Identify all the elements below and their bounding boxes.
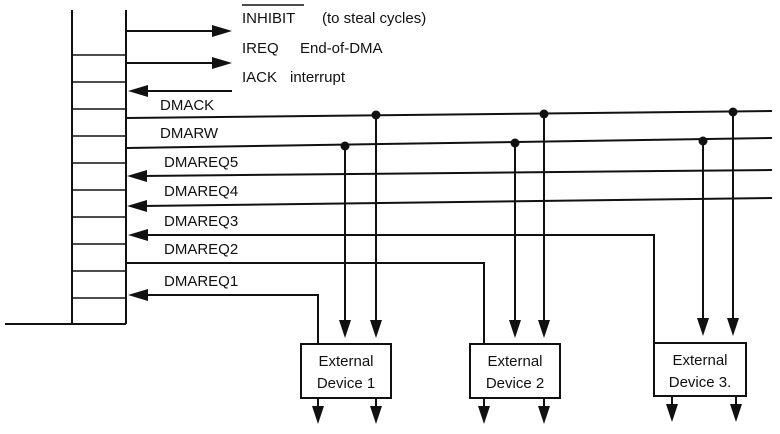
- ireq-note: End-of-DMA: [300, 40, 383, 57]
- arrow-down-icon: [478, 406, 490, 424]
- arrow-down-icon: [339, 320, 351, 338]
- iack-note: interrupt: [290, 69, 346, 86]
- device-2-line1: External: [487, 353, 542, 370]
- arrow-down-icon: [727, 318, 739, 336]
- dmareq4-line: DMAREQ4: [127, 183, 773, 212]
- dmareq2-line: DMAREQ2: [126, 241, 485, 344]
- inhibit-line: INHIBIT (to steal cycles): [126, 4, 426, 37]
- dmareq1-label: DMAREQ1: [164, 273, 238, 290]
- arrow-left-icon: [128, 229, 148, 241]
- device-3-line1: External: [672, 352, 727, 369]
- arrow-right-icon: [212, 57, 232, 69]
- external-device-3: External Device 3.: [653, 342, 747, 422]
- arrow-right-icon: [212, 25, 232, 37]
- device-1-taps: [339, 110, 382, 338]
- arrow-down-icon: [697, 318, 709, 336]
- arrow-left-icon: [128, 85, 148, 97]
- dmarw-bus: DMARW: [125, 125, 773, 149]
- inhibit-note: (to steal cycles): [322, 10, 426, 27]
- arrow-down-icon: [538, 406, 550, 424]
- arrow-left-icon: [127, 200, 147, 212]
- arrow-left-icon: [128, 289, 148, 301]
- ireq-label: IREQ: [242, 40, 279, 57]
- arrow-down-icon: [370, 320, 382, 338]
- controller-block: [5, 10, 127, 325]
- arrow-left-icon: [127, 170, 147, 182]
- dmareq5-label: DMAREQ5: [164, 154, 238, 171]
- device-2-taps: [509, 109, 550, 338]
- external-device-1: External Device 1: [300, 343, 392, 424]
- dmareq3-line: DMAREQ3: [128, 213, 655, 346]
- arrow-down-icon: [509, 320, 521, 338]
- arrow-down-icon: [730, 404, 742, 422]
- device-2-line2: Device 2: [486, 375, 544, 392]
- dmarw-label: DMARW: [160, 125, 219, 142]
- arrow-down-icon: [666, 404, 678, 422]
- ireq-line: IREQ End-of-DMA: [126, 40, 383, 69]
- dmareq4-label: DMAREQ4: [164, 183, 238, 200]
- device-1-line2: Device 1: [317, 375, 375, 392]
- iack-label: IACK: [242, 69, 277, 86]
- dmack-label: DMACK: [160, 97, 214, 114]
- arrow-down-icon: [538, 320, 550, 338]
- device-3-taps: [697, 107, 739, 336]
- dmareq3-label: DMAREQ3: [164, 213, 238, 230]
- arrow-down-icon: [312, 406, 324, 424]
- arrow-down-icon: [370, 406, 382, 424]
- external-device-2: External Device 2: [469, 343, 561, 424]
- dmack-bus: DMACK: [125, 97, 773, 119]
- dmareq5-line: DMAREQ5: [127, 154, 773, 182]
- device-3-line2: Device 3.: [669, 374, 732, 391]
- iack-line: IACK interrupt: [128, 69, 346, 97]
- inhibit-label: INHIBIT: [242, 10, 295, 27]
- dmareq2-label: DMAREQ2: [164, 241, 238, 258]
- dmareq1-line: DMAREQ1: [128, 273, 319, 344]
- device-1-line1: External: [318, 353, 373, 370]
